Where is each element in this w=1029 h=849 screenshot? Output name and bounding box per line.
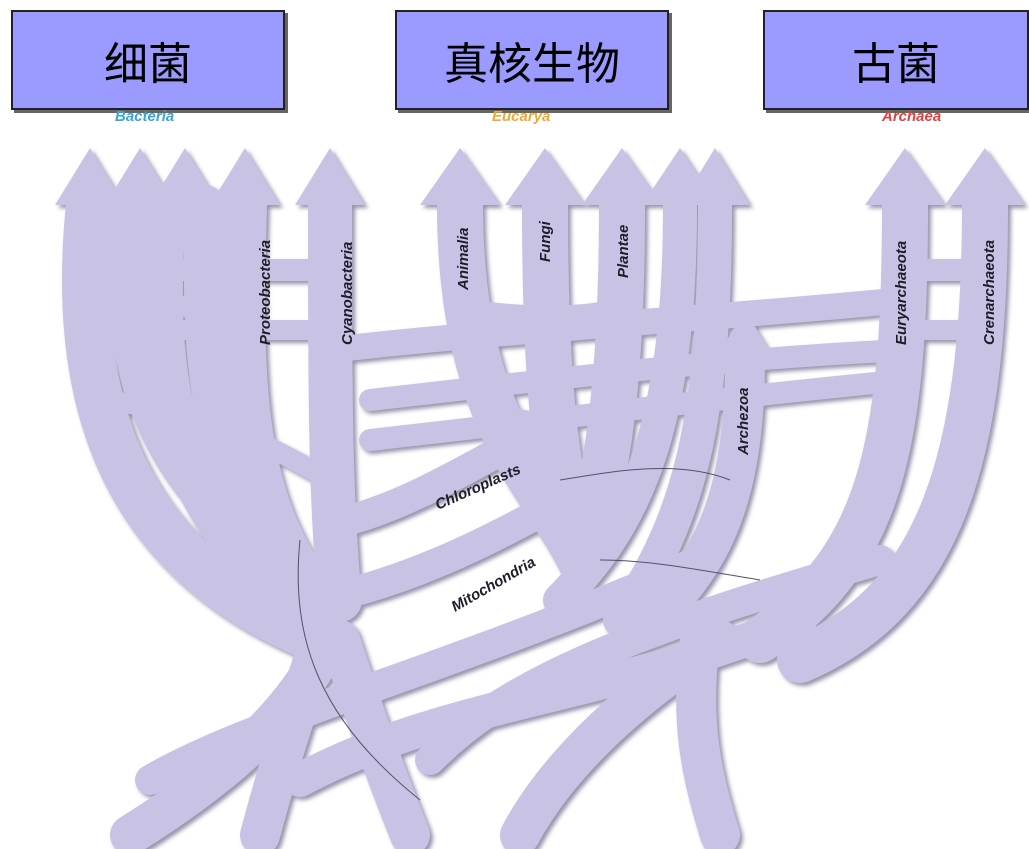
plantae-label: Plantae [615, 225, 632, 278]
bacteria-header-box: 细菌 [11, 10, 285, 110]
crenarchaeota-label: Crenarchaeota [981, 240, 998, 345]
bacteria-domain-label: Bacteria [115, 108, 175, 125]
proteobacteria-label: Proteobacteria [257, 240, 274, 345]
eukarya-header-box: 真核生物 [395, 10, 669, 110]
branch-guide-lines [297, 467, 761, 801]
animalia-label: Animalia [455, 227, 472, 291]
fungi-label: Fungi [537, 220, 554, 262]
archaea-header-box: 古菌 [763, 10, 1029, 110]
euryarchaeota-label: Euryarchaeota [893, 241, 910, 345]
archaea-domain-label: Archaea [882, 108, 942, 125]
archezoa-label: Archezoa [735, 387, 752, 456]
eukarya-domain-label: Eucarya [492, 108, 551, 125]
cyanobacteria-label: Cyanobacteria [339, 242, 356, 345]
